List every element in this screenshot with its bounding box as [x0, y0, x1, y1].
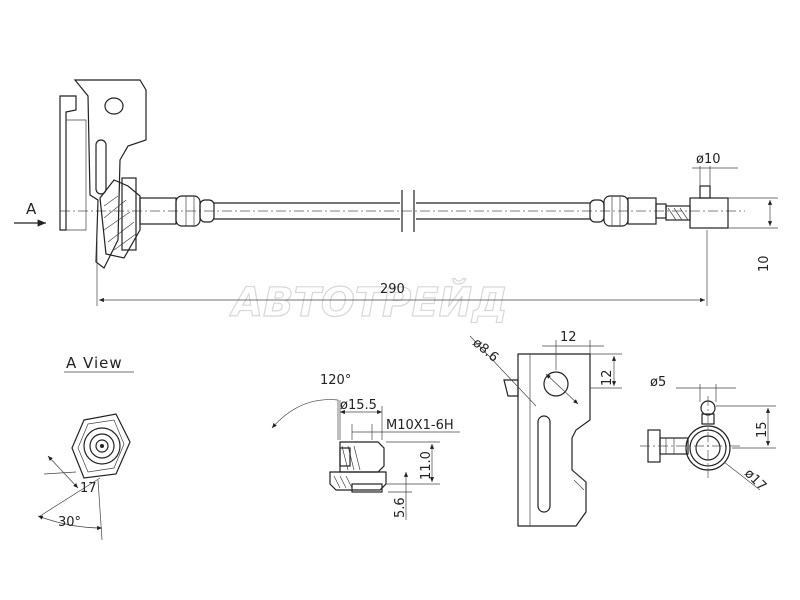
dim-total-length: 290 — [96, 230, 708, 306]
dim-fitting-dia: ø10 — [692, 152, 738, 186]
dim-angle-top-text: 120° — [320, 373, 351, 388]
hose-assembly — [59, 79, 745, 269]
dim-fitting-dia-text: ø10 — [696, 152, 721, 167]
dim-thread-text: M10X1-6H — [386, 418, 454, 433]
dim-angle-bottom-text: 30° — [58, 515, 81, 530]
hose-end-right — [589, 185, 729, 229]
watermark-text: АВТОТРЕЙД — [229, 278, 508, 326]
banjo-detail: ø5 15 ø17 — [640, 375, 776, 494]
dim-bracket-height-text: 12 — [600, 369, 615, 386]
view-arrow-label: A — [26, 200, 37, 218]
dim-fitting-height: 10 — [728, 197, 778, 272]
hose-break-mark — [401, 190, 415, 232]
dim-hole-dia-text: ø8.6 — [469, 336, 501, 366]
dim-banjo-dia-text: ø17 — [741, 466, 769, 494]
bolt-detail: 120° ø15.5 M10X1-6H 11.0 5.6 — [271, 373, 460, 520]
view-a-arrow: A — [14, 200, 46, 227]
view-title: A View — [66, 354, 123, 372]
dim-fitting-height-text: 10 — [757, 255, 772, 272]
dim-seat-height-text: 5.6 — [393, 497, 408, 518]
dim-total-length-text: 290 — [380, 282, 405, 297]
bracket-detail: ø8.6 12 12 — [469, 330, 622, 527]
dim-banjo-height-text: 15 — [755, 421, 770, 438]
dim-bracket-width-text: 12 — [560, 330, 577, 345]
a-view-fitting: 17 30° — [37, 413, 131, 541]
dim-across-flats-text: 17 — [80, 481, 97, 496]
dim-pin-dia-text: ø5 — [650, 375, 666, 390]
mounting-bracket — [59, 79, 147, 269]
dim-nut-height-text: 11.0 — [419, 451, 434, 480]
hose-end-left — [139, 195, 215, 227]
dim-bolt-dia-text: ø15.5 — [340, 398, 377, 413]
